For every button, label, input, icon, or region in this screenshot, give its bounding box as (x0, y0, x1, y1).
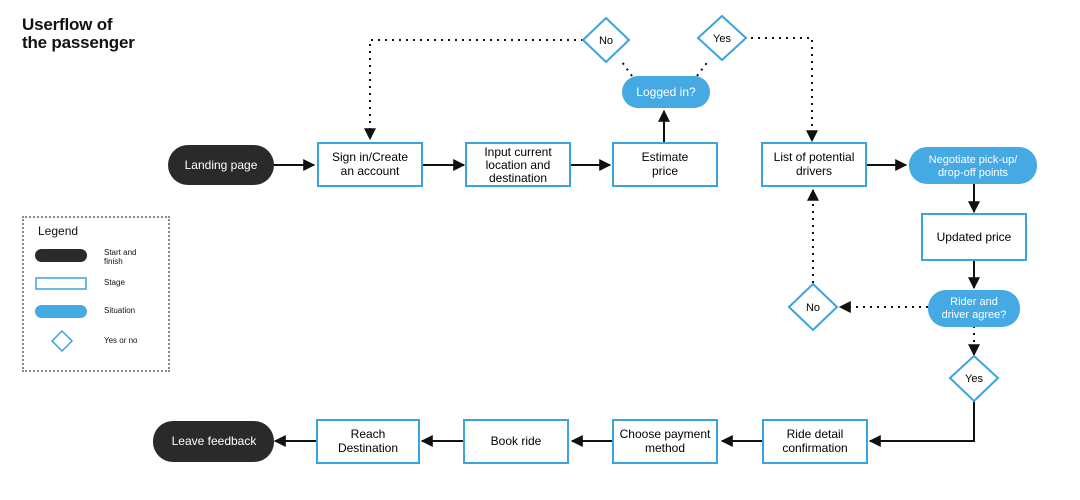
legend-title: Legend (38, 224, 79, 238)
legend-label-situation: Situation (104, 306, 136, 315)
decision-no-top: No (581, 16, 631, 64)
stage-reach-destination (316, 419, 420, 464)
stage-choose-payment (612, 419, 718, 464)
stage-estimate-price (612, 142, 718, 187)
input-location-label-1: Input current (484, 145, 552, 159)
stage-input-location (465, 142, 571, 187)
list-drivers-label-2: drivers (796, 164, 832, 178)
estimate-price-label-2: price (652, 164, 678, 178)
legend-label-start-finish: Start and finish (104, 248, 137, 266)
updated-price-label: Updated price (937, 230, 1012, 244)
stage-sign-in (317, 142, 423, 187)
landing-page-label: Landing page (185, 158, 258, 172)
stage-updated-price (921, 213, 1027, 261)
negotiate-label-1: Negotiate pick-up/ (929, 154, 1019, 166)
sign-in-label-1: Sign in/Create (332, 150, 408, 164)
ride-detail-label-1: Ride detail (787, 427, 844, 441)
decision-diamond-icon (50, 330, 74, 352)
start-landing-page: Landing page (168, 145, 274, 185)
input-location-label-3: destination (489, 171, 547, 185)
logged-in-label: Logged in? (636, 85, 696, 99)
legend: Legend Start and finish Stage Situation … (22, 216, 170, 372)
stage-ride-detail (762, 419, 868, 464)
reach-destination-label-1: Reach (351, 427, 386, 441)
yes-top-label: Yes (713, 33, 731, 45)
rider-agree-label-1: Rider and (950, 296, 998, 308)
leave-feedback-label: Leave feedback (172, 434, 258, 448)
stage-book-ride (463, 419, 569, 464)
decision-yes-mid: Yes (948, 354, 1000, 403)
dotted-no-to-signin (364, 39, 583, 141)
list-drivers-label-1: List of potential (774, 150, 855, 164)
no-mid-label: No (806, 302, 820, 314)
dotted-yes-to-list (751, 37, 818, 143)
book-ride-label: Book ride (491, 434, 542, 448)
start-finish-pill-icon (35, 249, 87, 262)
situation-pill-icon (35, 305, 87, 318)
stage-list-drivers (761, 142, 867, 187)
reach-destination-label-2: Destination (338, 441, 398, 455)
choose-payment-label-2: method (645, 441, 685, 455)
legend-label-decision: Yes or no (104, 336, 138, 345)
legend-item-situation: Situation (34, 304, 164, 324)
situation-rider-agree: Rider and driver agree? (928, 290, 1020, 327)
yes-mid-label: Yes (965, 373, 983, 385)
situation-negotiate: Negotiate pick-up/ drop-off points (909, 147, 1037, 184)
choose-payment-label-1: Choose payment (620, 427, 711, 441)
rider-agree-label-2: driver agree? (942, 309, 1007, 321)
decision-no-mid: No (787, 282, 839, 332)
estimate-price-label-1: Estimate (642, 150, 689, 164)
dotted-loggedin-to-no (621, 61, 633, 77)
dotted-loggedin-to-yes (696, 59, 710, 77)
legend-label-stage: Stage (104, 278, 125, 287)
sign-in-label-2: an account (341, 164, 400, 178)
arrow-yes-to-ride-detail (868, 401, 975, 447)
no-top-label: No (599, 35, 613, 47)
finish-leave-feedback: Leave feedback (153, 421, 274, 462)
situation-logged-in: Logged in? (622, 76, 710, 108)
negotiate-label-2: drop-off points (938, 167, 1009, 179)
connectors (273, 37, 980, 447)
legend-item-start-finish: Start and finish (34, 248, 164, 268)
decision-yes-top: Yes (696, 14, 748, 62)
ride-detail-label-2: confirmation (782, 441, 847, 455)
legend-item-stage: Stage (34, 276, 164, 296)
input-location-label-2: location and (486, 158, 551, 172)
title-line-1: Userflow of (22, 15, 113, 34)
diagram-title: Userflow of the passenger (22, 16, 135, 52)
stage-rectangle-icon (35, 277, 87, 290)
legend-item-decision: Yes or no (34, 330, 164, 352)
title-line-2: the passenger (22, 33, 135, 52)
